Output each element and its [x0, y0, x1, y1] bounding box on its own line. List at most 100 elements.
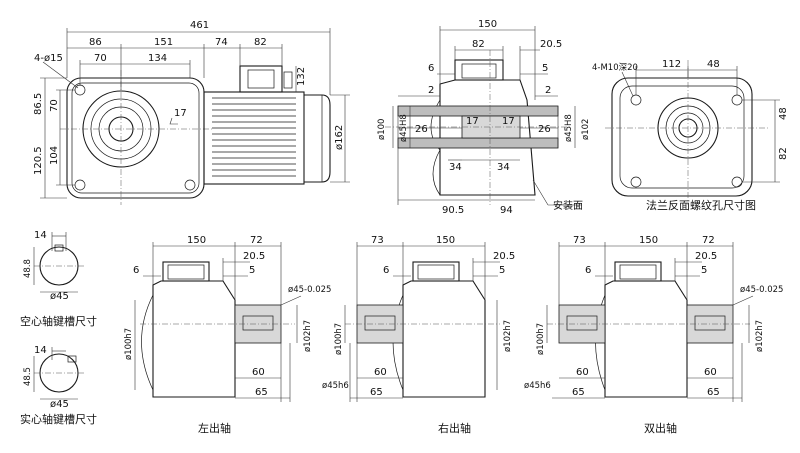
dim-label: 5 — [249, 265, 255, 276]
dim-label: 70 — [49, 99, 60, 112]
dim-label: 90.5 — [442, 205, 464, 216]
threaded-hole — [731, 94, 743, 106]
gearbox-double-body — [604, 280, 688, 398]
dim-label: 48 — [707, 59, 720, 70]
dim-label: 6 — [133, 265, 139, 276]
dim-label: 150 — [436, 235, 455, 246]
dim-label: 2 — [428, 85, 434, 96]
keyway-solid-caption: 实心轴键槽尺寸 — [20, 412, 97, 426]
dim-label: 150 — [187, 235, 206, 246]
dim-label: 6 — [585, 265, 591, 276]
dim-label: ø45H8 — [399, 114, 409, 142]
dim-label: 17 — [174, 108, 187, 119]
dim-label: 60 — [704, 367, 717, 378]
dim-label: 48 — [778, 107, 789, 120]
dim-label: 26 — [538, 124, 551, 135]
dim-label: 6 — [428, 63, 434, 74]
dim-label: 82 — [472, 39, 485, 50]
dim-label: ø100h7 — [334, 323, 344, 355]
threaded-hole — [630, 176, 642, 188]
gearbox-left-body — [152, 280, 236, 398]
left-shaft-caption: 左出轴 — [198, 421, 231, 435]
dim-label: 6 — [383, 265, 389, 276]
dim-label: 26 — [415, 124, 428, 135]
right-shaft-view: 73 150 20.5 6 5 ø100h7 ø102h7 60 ø45h6 6… — [322, 235, 515, 435]
dim-label: 5 — [542, 63, 548, 74]
mount-hole — [74, 84, 86, 96]
dim-label: ø45h6 — [524, 381, 551, 391]
dim-overall-length: 461 — [190, 20, 209, 31]
dim-label: 82 — [254, 37, 267, 48]
dim-label: 34 — [497, 162, 510, 173]
double-shaft-view: 73 150 72 20.5 6 5 ø45-0.025 ø100h7 ø102… — [524, 235, 783, 435]
dim-tolerance-label: ø45-0.025 — [288, 285, 331, 295]
front-view: 461 86 151 74 82 70 134 4-ø15 17 86.5 70… — [33, 20, 350, 205]
dim-label: 134 — [148, 53, 167, 64]
dim-hole-callout: 4-ø15 — [34, 53, 63, 64]
mount-face-label: 安装面 — [553, 199, 583, 212]
dim-label: ø102h7 — [303, 320, 313, 352]
mount-hole — [184, 179, 196, 191]
right-shaft-caption: 右出轴 — [438, 421, 471, 435]
dim-label: ø102h7 — [503, 320, 513, 352]
dim-label: 151 — [154, 37, 173, 48]
dim-label: 48.8 — [23, 259, 33, 278]
dim-label: 5 — [701, 265, 707, 276]
dim-label: 2 — [545, 85, 551, 96]
dim-label: 34 — [449, 162, 462, 173]
dim-label: ø100h7 — [124, 328, 134, 360]
terminal-box — [239, 65, 283, 93]
dim-label: 20.5 — [243, 251, 265, 262]
dim-label: 14 — [34, 230, 47, 241]
dim-label: ø102 — [581, 119, 591, 140]
dim-label: 17 — [466, 116, 479, 127]
dim-label: 65 — [707, 387, 720, 398]
dim-label: ø162 — [334, 125, 345, 150]
dim-label: 72 — [702, 235, 715, 246]
dim-label: 94 — [500, 205, 513, 216]
dim-label: 14 — [34, 345, 47, 356]
dim-label: ø45 — [50, 399, 69, 410]
left-shaft-view: 150 72 20.5 6 5 ø45-0.025 ø100h7 ø102h7 … — [124, 235, 331, 435]
dim-label: 60 — [576, 367, 589, 378]
side-section-view: 150 82 20.5 6 5 2 2 26 17 17 26 34 34 90… — [377, 19, 591, 216]
dim-label: 73 — [371, 235, 384, 246]
keyway-hollow-caption: 空心轴键槽尺寸 — [20, 314, 97, 328]
terminal-box-left — [162, 261, 210, 282]
thread-callout: 4-M10深20 — [592, 63, 638, 73]
keyway-hollow-detail: 14 48.8 ø45 空心轴键槽尺寸 — [20, 230, 97, 328]
dim-label: ø45H8 — [564, 114, 574, 142]
threaded-hole — [731, 176, 743, 188]
flange-view-caption: 法兰反面螺纹孔尺寸图 — [646, 198, 756, 212]
dim-label: 65 — [572, 387, 585, 398]
terminal-box-double — [614, 261, 662, 282]
hollow-shaft-wall — [397, 105, 559, 117]
dim-label: ø45h6 — [322, 381, 349, 391]
dim-label: ø45 — [50, 291, 69, 302]
dim-label: 112 — [662, 59, 681, 70]
dim-label: 65 — [255, 387, 268, 398]
motor-end-cap — [304, 94, 331, 183]
gearbox-flange — [66, 77, 205, 199]
dim-label: 120.5 — [33, 146, 44, 175]
dim-label: 48.5 — [23, 367, 33, 386]
dim-label: 74 — [215, 37, 228, 48]
dim-label: 60 — [374, 367, 387, 378]
dim-label: ø100 — [377, 119, 387, 140]
dim-label: 65 — [370, 387, 383, 398]
dim-label: 60 — [252, 367, 265, 378]
dim-label: ø100h7 — [536, 323, 546, 355]
dim-label: 86.5 — [33, 93, 44, 115]
keyway-solid-detail: 14 48.5 ø45 实心轴键槽尺寸 — [20, 345, 97, 426]
dim-label: 5 — [499, 265, 505, 276]
dim-label: 17 — [502, 116, 515, 127]
dim-label: 20.5 — [493, 251, 515, 262]
dim-label: 132 — [296, 67, 307, 86]
dim-label: 72 — [250, 235, 263, 246]
terminal-box-side — [454, 59, 504, 81]
hollow-shaft-wall — [397, 137, 559, 149]
flange-plate — [611, 77, 753, 197]
dim-label: 86 — [89, 37, 102, 48]
dim-label: 70 — [94, 53, 107, 64]
